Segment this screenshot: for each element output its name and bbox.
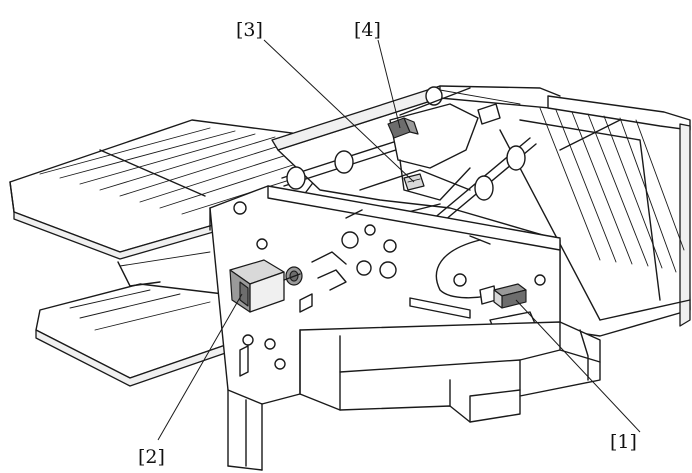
feeder-frame-body [271, 85, 691, 337]
feed-roller-shafts [281, 86, 621, 237]
sensor-part-4 [387, 117, 419, 139]
base-hinge-block [227, 321, 601, 471]
callout-label-4: [4] [354, 19, 381, 41]
lower-exit-tray [35, 251, 241, 387]
leader-line-3 [263, 39, 415, 183]
leader-line-2 [157, 293, 243, 441]
inner-mechanism [349, 89, 521, 251]
leader-line-1 [515, 299, 641, 433]
callout-label-1: [1] [610, 431, 637, 453]
connector-part-1 [479, 283, 527, 309]
solenoid-part-2 [229, 259, 303, 313]
callout-label-2: [2] [138, 446, 165, 468]
leader-line-4 [377, 39, 401, 129]
callout-label-3: [3] [236, 19, 263, 41]
callout-leaders [157, 39, 641, 441]
